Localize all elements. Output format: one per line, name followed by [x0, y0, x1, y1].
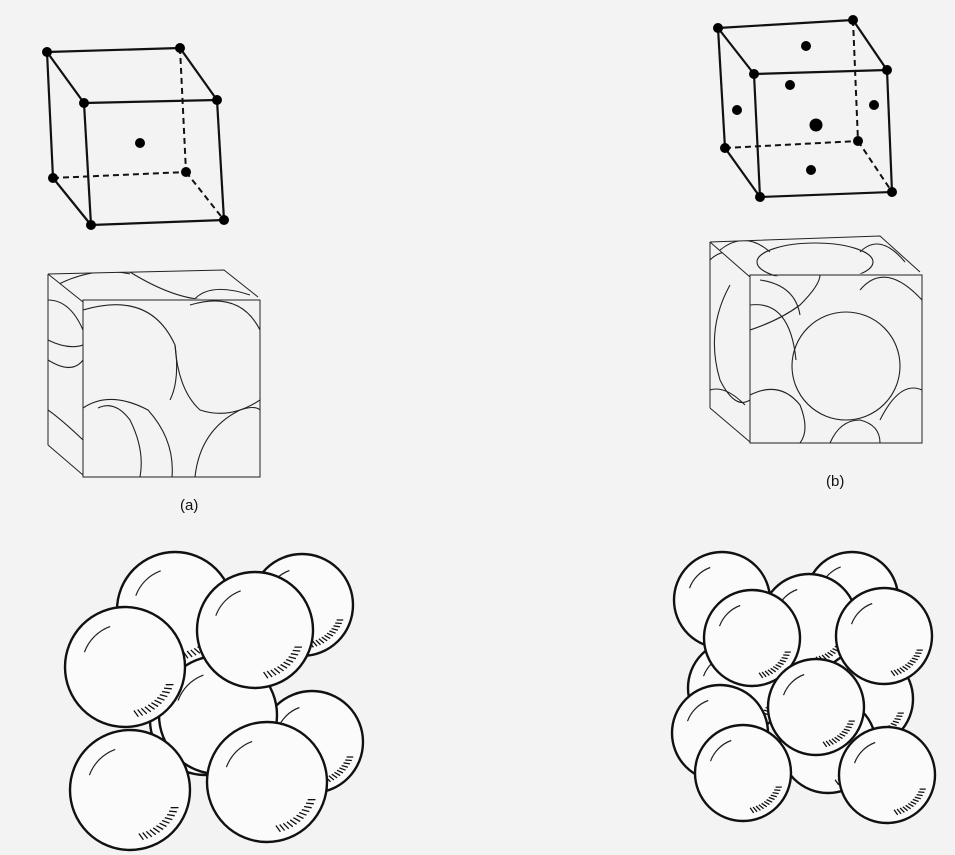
atom-sphere — [207, 722, 327, 842]
panel-b-label: (b) — [826, 473, 844, 490]
fcc-sphere-packing — [672, 552, 935, 823]
bcc-sphere-packing — [65, 552, 363, 850]
atom-sphere — [695, 725, 791, 821]
bcc-wireframe-cube — [42, 43, 229, 230]
body-center-atom-point — [135, 138, 145, 148]
atom-sphere — [836, 588, 932, 684]
corner-atom-points — [42, 43, 229, 230]
atom-sphere — [839, 727, 935, 823]
atom-sphere — [70, 730, 190, 850]
fcc-unit-cell-cutaway — [710, 236, 922, 443]
atom-sphere — [768, 659, 864, 755]
fcc-wireframe-cube — [713, 15, 897, 202]
atom-sphere — [197, 572, 313, 688]
face-center-atom-points — [732, 41, 879, 175]
panel-a-label: (a) — [180, 497, 198, 514]
atom-sphere — [65, 607, 185, 727]
bcc-unit-cell-cutaway — [48, 270, 260, 477]
